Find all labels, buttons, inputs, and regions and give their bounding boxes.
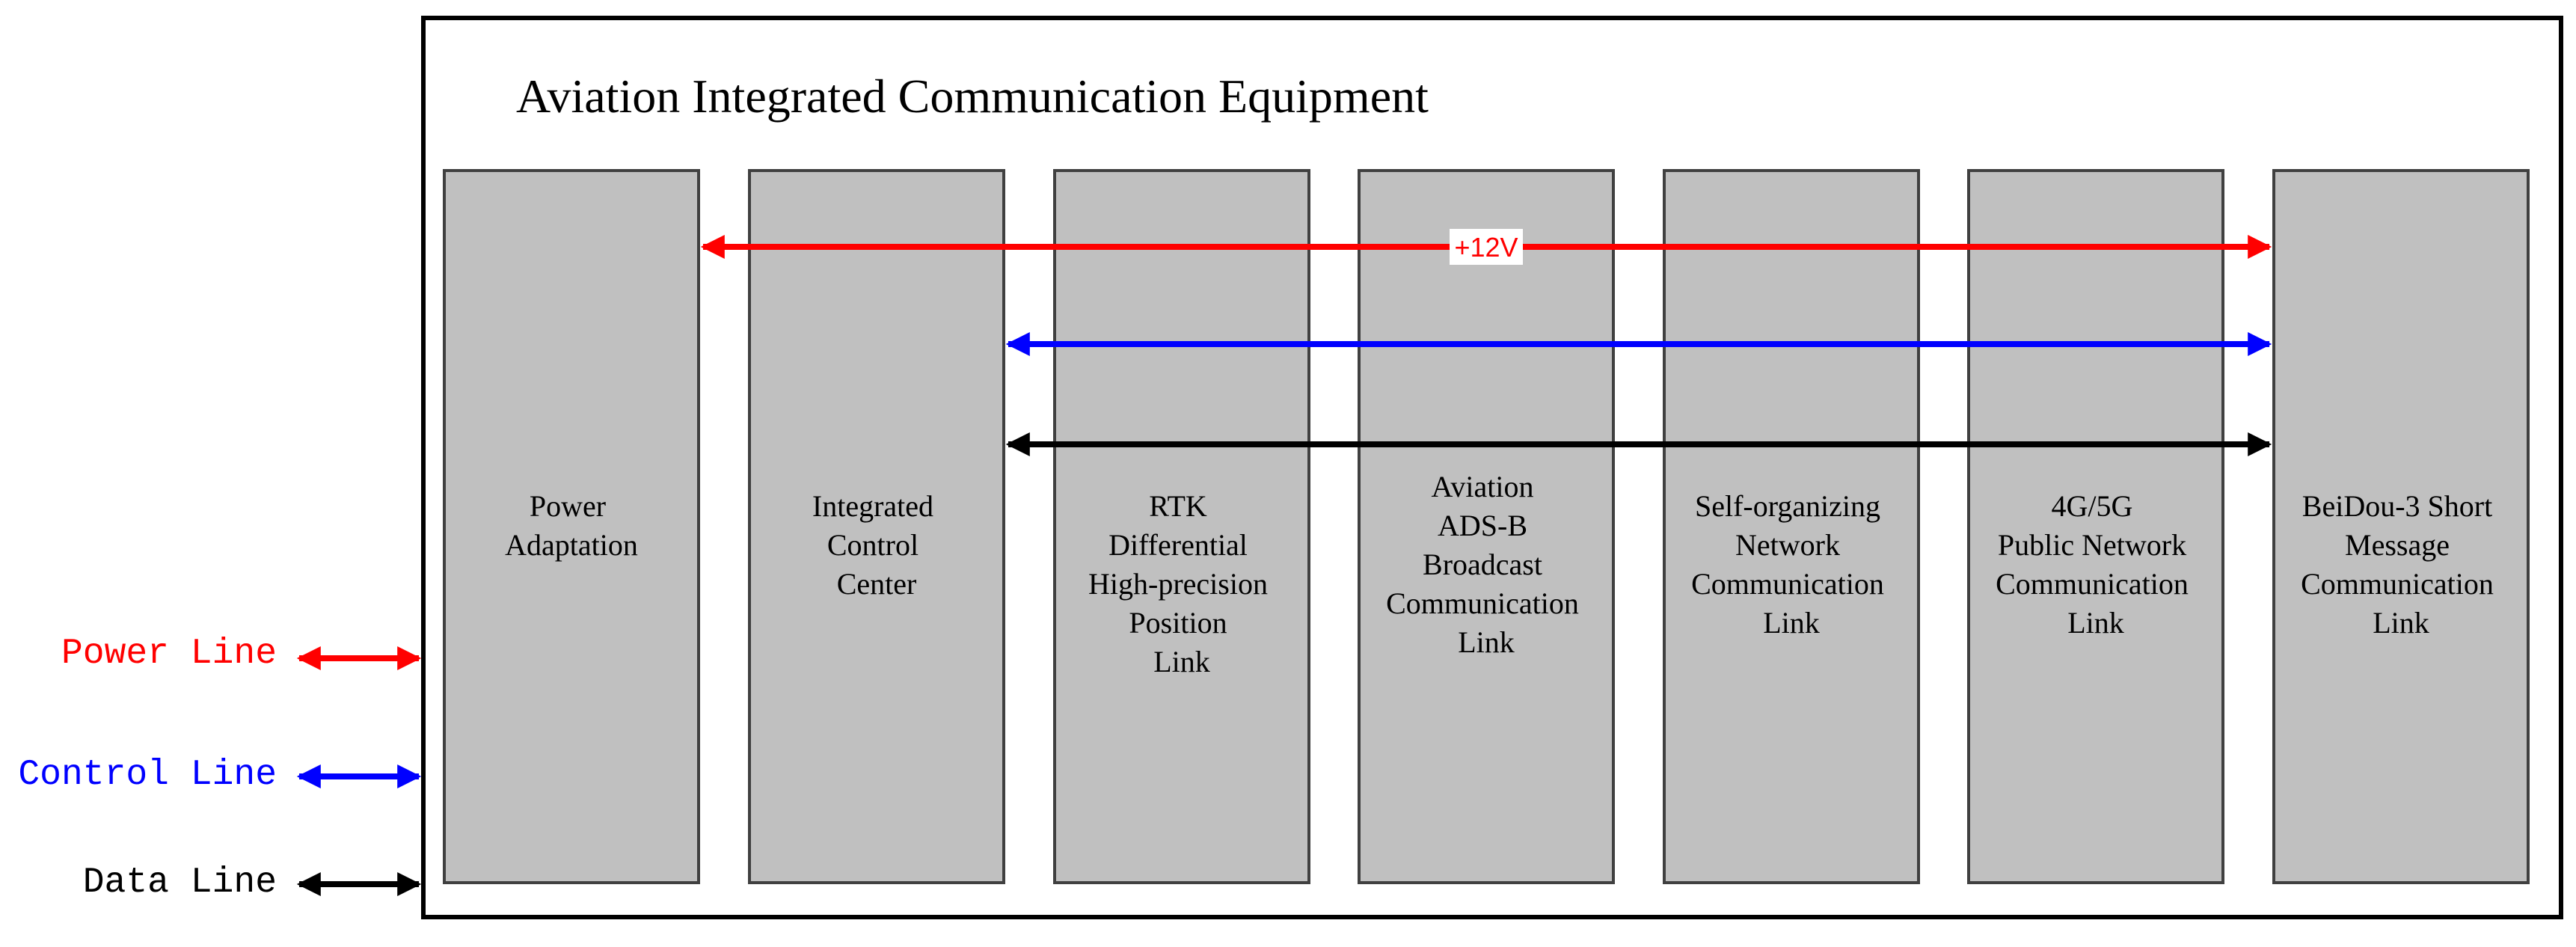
module-label-control: Integrated Control Center <box>812 489 941 601</box>
module-adsb-link <box>1358 169 1615 884</box>
legend-data-label: Data Line <box>83 862 277 903</box>
module-label-power: Power Adaptation <box>505 489 638 562</box>
diagram-title: Aviation Integrated Communication Equipm… <box>516 70 1429 123</box>
equipment-frame <box>421 16 2563 919</box>
module-self-organizing-link <box>1663 169 1920 884</box>
module-labels: Power Adaptation Integrated Control Cent… <box>505 470 2501 678</box>
module-label-public-network: 4G/5G Public Network Communication Link <box>1996 489 2196 640</box>
legend-control-label: Control Line <box>18 755 277 795</box>
legend-power-label: Power Line <box>61 634 277 674</box>
module-power-adaptation <box>443 169 700 884</box>
module-label-adsb: Aviation ADS-B Broadcast Communication L… <box>1386 470 1586 659</box>
module-public-network-link <box>1967 169 2224 884</box>
power-bus-label: +12V <box>1454 232 1518 263</box>
module-label-beidou: BeiDou-3 Short Message Communication Lin… <box>2301 489 2501 640</box>
module-label-self-organizing: Self-organizing Network Communication Li… <box>1691 489 1892 640</box>
module-integrated-control-center <box>748 169 1005 884</box>
module-label-rtk: RTK Differential High-precision Position… <box>1088 489 1275 678</box>
power-bus-label-bg <box>1450 229 1523 265</box>
legend: Power Line Control Line Data Line <box>18 634 422 903</box>
module-beidou-link <box>2272 169 2530 884</box>
module-blocks <box>443 169 2530 884</box>
module-rtk-link <box>1053 169 1310 884</box>
